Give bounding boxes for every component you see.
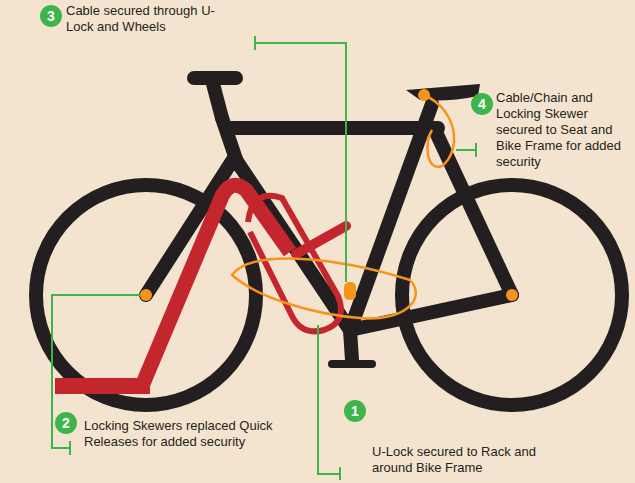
- callout-circle: 4Cable/Chain and Locking Skewer secured …: [471, 93, 493, 115]
- rack-leg: [142, 185, 290, 386]
- callout-text: Cable secured through U-Lock and Wheels: [66, 3, 231, 35]
- wheel-cable: [232, 259, 416, 319]
- callout-number: 4: [471, 93, 493, 115]
- leader-line: [318, 325, 340, 480]
- callout-number: 3: [40, 5, 62, 27]
- cable-lock-head: [344, 282, 356, 300]
- crank: [350, 330, 352, 360]
- seat-stay: [434, 128, 512, 295]
- leader-line: [255, 36, 346, 282]
- locking-skewer: [506, 289, 518, 301]
- callout-circle: 1U-Lock secured to Rack and around Bike …: [344, 400, 366, 422]
- callout-circle: 2Locking Skewers replaced Quick Releases…: [55, 412, 77, 434]
- callout-text: Cable/Chain and Locking Skewer secured t…: [496, 90, 630, 170]
- seat-tube: [350, 104, 432, 330]
- seat-cable: [424, 95, 454, 167]
- callout-text: U-Lock secured to Rack and around Bike F…: [372, 444, 572, 476]
- saddle: [406, 84, 480, 101]
- callout-number: 1: [344, 400, 366, 422]
- callout-circle: 3Cable secured through U-Lock and Wheels: [40, 5, 62, 27]
- callout-text-block: Locking Skewers replaced Quick Releases …: [84, 418, 299, 450]
- leader-line: [456, 143, 476, 157]
- u-lock-bar: [296, 226, 346, 254]
- rear-wheel: [402, 185, 622, 405]
- callout-number: 2: [55, 412, 77, 434]
- chain-stay: [350, 295, 512, 330]
- handlebar: [194, 71, 236, 85]
- callout-text-block: Cable secured through U-Lock and Wheels: [66, 3, 231, 35]
- pedal: [332, 360, 372, 368]
- locking-skewer: [418, 89, 430, 101]
- callout-text: Locking Skewers replaced Quick Releases …: [84, 418, 299, 450]
- locking-skewer: [140, 289, 152, 301]
- stem: [212, 80, 222, 118]
- callout-text-block: Cable/Chain and Locking Skewer secured t…: [496, 90, 630, 170]
- rack-base: [55, 378, 150, 394]
- callout-text-block: U-Lock secured to Rack and around Bike F…: [372, 444, 572, 476]
- top-tube: [228, 121, 438, 135]
- u-lock-shackle: [248, 196, 341, 332]
